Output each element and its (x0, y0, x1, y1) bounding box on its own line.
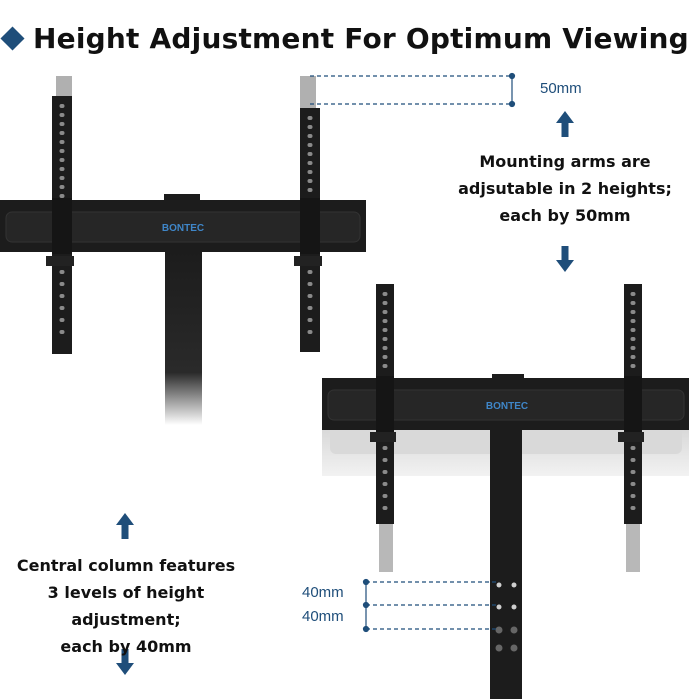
arm-hole (630, 310, 636, 314)
arm-hole (307, 125, 313, 129)
arm-hole (307, 170, 313, 174)
arm-height-dimension (310, 72, 516, 108)
arrow-down-icon (116, 649, 134, 675)
arm-hole (59, 282, 65, 286)
arm-hole (382, 310, 388, 314)
arm-hole (382, 494, 388, 498)
arm-hole (307, 188, 313, 192)
title-text: Height Adjustment For Optimum Viewing (33, 21, 689, 55)
arm-hole (630, 506, 636, 510)
arm-hole (630, 458, 636, 462)
arm-hole (382, 506, 388, 510)
arm-hole (382, 301, 388, 305)
arm-hole (382, 292, 388, 296)
arm-hole (630, 319, 636, 323)
brand-logo: BONTEC (486, 401, 528, 412)
arm-hole (382, 346, 388, 350)
arm-hole (59, 294, 65, 298)
arm-hole (630, 482, 636, 486)
arm-hole (382, 328, 388, 332)
column-holes (495, 582, 518, 652)
brand-logo: BONTEC (162, 223, 204, 234)
arm-hole (59, 104, 65, 108)
column-step-label-1: 40mm (302, 584, 344, 601)
caption-line: each by 50mm (499, 206, 631, 225)
mounting-arms-caption: Mounting arms are adjsutable in 2 height… (440, 148, 689, 229)
arm-step-label: 50mm (540, 80, 582, 97)
arm-hole (630, 292, 636, 296)
arm-hole (307, 134, 313, 138)
arm-hole (59, 122, 65, 126)
caption-line: each by 40mm (60, 637, 192, 656)
arrow-down-icon (556, 246, 574, 272)
arm-hole (307, 282, 313, 286)
arm-hole (382, 364, 388, 368)
arm-hole (382, 458, 388, 462)
arm-hole (382, 470, 388, 474)
arm-hole (307, 306, 313, 310)
arm-hole (59, 131, 65, 135)
arm-hole (630, 346, 636, 350)
arm-hole (307, 152, 313, 156)
arm-hole (382, 482, 388, 486)
upper-column (165, 250, 202, 425)
arm-holes (382, 292, 636, 510)
page-title: Height Adjustment For Optimum Viewing (0, 18, 689, 58)
arm-hole (59, 306, 65, 310)
arm-hole (382, 355, 388, 359)
arm-hole (59, 185, 65, 189)
caption-line: Mounting arms are (479, 152, 651, 171)
arm-hole (630, 470, 636, 474)
arm-hole (630, 364, 636, 368)
caption-line: 3 levels of height adjustment; (47, 583, 205, 629)
arm-hole (59, 194, 65, 198)
arm-hole (307, 330, 313, 334)
arm-hole (59, 149, 65, 153)
arm-hole (59, 158, 65, 162)
arm-hole (307, 270, 313, 274)
arm-hole (307, 294, 313, 298)
arm-hole (382, 337, 388, 341)
arm-hole (59, 113, 65, 117)
arm-hole (307, 161, 313, 165)
arm-hole (59, 176, 65, 180)
arrow-up-icon (556, 111, 574, 137)
arm-hole (630, 337, 636, 341)
arm-hole (630, 328, 636, 332)
arm-hole (59, 330, 65, 334)
upper-mount: BONTEC (0, 76, 366, 425)
arm-hole (307, 143, 313, 147)
caption-line: adjsutable in 2 heights; (458, 179, 672, 198)
arm-holes (59, 104, 313, 334)
arm-hole (59, 318, 65, 322)
arm-hole (382, 446, 388, 450)
arm-extension (300, 76, 316, 108)
arm-hole (307, 179, 313, 183)
column-step-label-2: 40mm (302, 608, 344, 625)
arm-hole (630, 494, 636, 498)
lower-column (490, 420, 522, 699)
central-column-caption: Central column features 3 levels of heig… (0, 552, 252, 660)
arm-hole (59, 167, 65, 171)
arm-hole (630, 446, 636, 450)
arm-hole (630, 355, 636, 359)
arrow-up-icon (116, 513, 134, 539)
arm-hole (59, 270, 65, 274)
arm-hole (307, 318, 313, 322)
lower-mount: BONTEC (322, 284, 689, 699)
arm-extension (56, 76, 72, 96)
arm-hole (59, 140, 65, 144)
column-height-dimension (362, 578, 498, 633)
caption-line: Central column features (16, 556, 236, 575)
arm-hole (382, 319, 388, 323)
arm-hole (630, 301, 636, 305)
arm-hole (307, 116, 313, 120)
